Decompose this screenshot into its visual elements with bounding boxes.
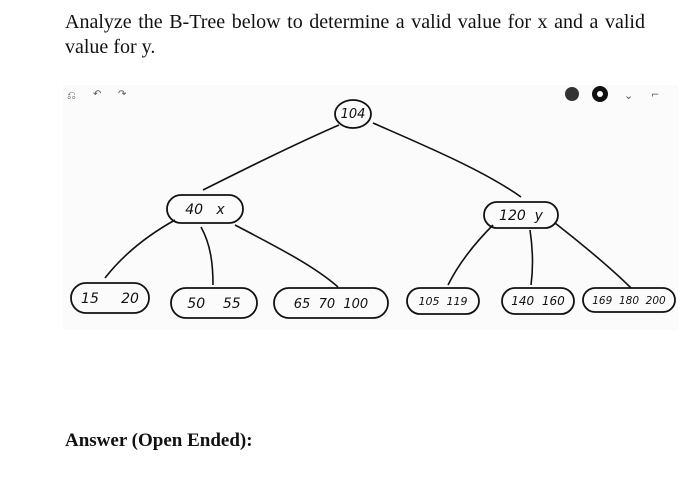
leaf-node-5: 140 160 — [501, 287, 575, 315]
pen-tool-icon — [565, 87, 579, 101]
color-picker-dot — [597, 91, 603, 97]
edge-right-leaf4 — [447, 224, 494, 286]
leaf-3-keys: 65 70 100 — [294, 297, 368, 312]
leaf-node-2: 50 55 — [170, 287, 258, 319]
btree-figure: ⎌ ↶ ↷ ⌄ ⌐ 104 40 x — [63, 85, 678, 330]
crop-icon: ⌐ — [651, 90, 659, 101]
edge-right-leaf6 — [554, 222, 632, 289]
internal-left-keys: 40 x — [185, 202, 225, 218]
undo-icon: ⎌ — [67, 89, 76, 102]
edge-left-leaf1 — [104, 219, 176, 279]
edge-left-leaf2 — [200, 226, 214, 286]
leaf-4-keys: 105 119 — [419, 295, 468, 308]
edge-root-right — [372, 122, 522, 198]
edge-left-leaf3 — [234, 224, 339, 288]
btree-diagram: ⎌ ↶ ↷ ⌄ ⌐ 104 40 x — [67, 86, 676, 319]
edge-root-left — [202, 124, 340, 191]
leaf-node-1: 15 20 — [70, 282, 150, 314]
question-text: Analyze the B-Tree below to determine a … — [65, 11, 645, 58]
redo-icon: ↶ — [93, 89, 101, 100]
forward-icon: ↷ — [118, 89, 127, 100]
leaf-node-3: 65 70 100 — [273, 287, 389, 319]
internal-node-left: 40 x — [166, 194, 244, 224]
tree-edges — [104, 122, 632, 289]
toolbar-icons: ⎌ ↶ ↷ ⌄ ⌐ — [67, 86, 659, 102]
answer-label: Answer (Open Ended): — [65, 430, 253, 451]
chevron-down-icon: ⌄ — [624, 89, 633, 102]
edge-right-leaf5 — [529, 229, 534, 286]
leaf-6-keys: 169 180 200 — [592, 295, 666, 307]
internal-node-right: 120 y — [483, 201, 559, 229]
leaf-5-keys: 140 160 — [511, 294, 565, 308]
leaf-1-keys: 15 20 — [81, 291, 139, 307]
leaf-2-keys: 50 55 — [187, 296, 241, 312]
leaf-node-6: 169 180 200 — [582, 287, 676, 313]
root-node: 104 — [334, 99, 372, 129]
root-keys: 104 — [341, 107, 366, 122]
internal-right-keys: 120 y — [499, 208, 544, 224]
leaf-node-4: 105 119 — [406, 287, 480, 315]
